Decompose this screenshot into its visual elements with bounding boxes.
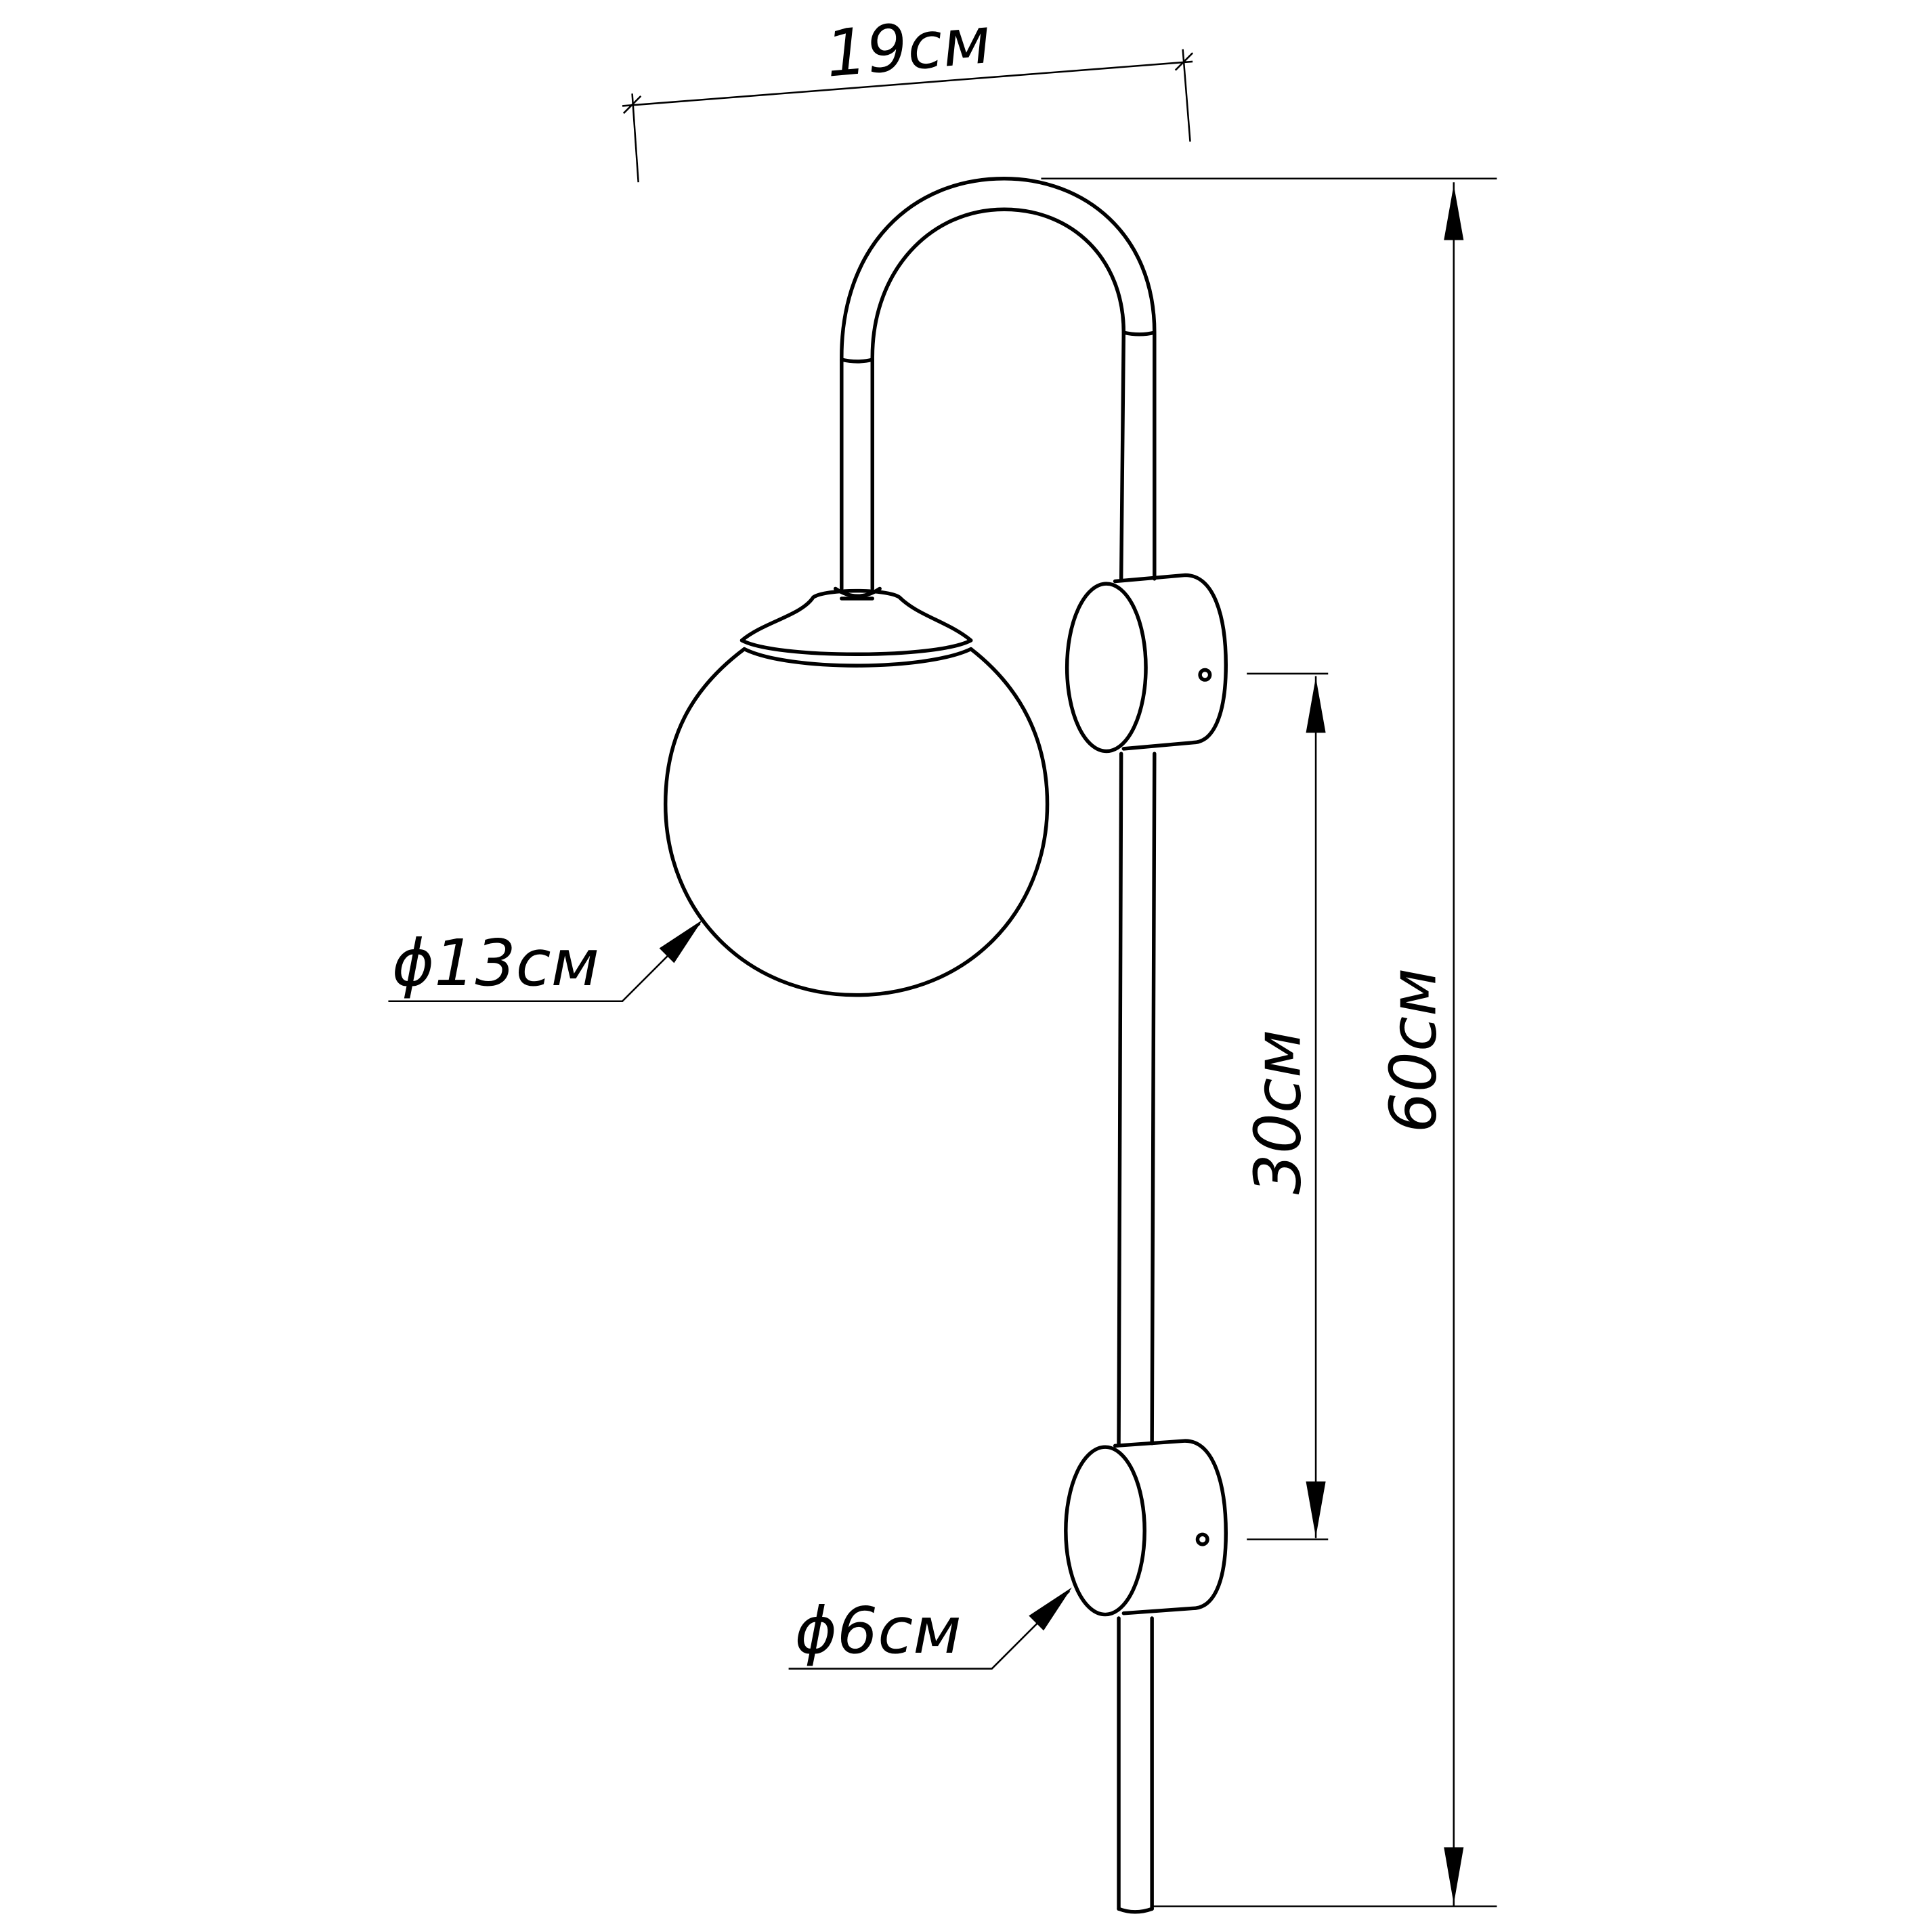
wall-mount-bottom <box>1064 1439 1228 1617</box>
glass-globe <box>663 586 1050 997</box>
dimension-total-height: 60см <box>1041 177 1497 1907</box>
mount-diameter-label: ϕ6см <box>795 1594 962 1668</box>
dimension-mount-spacing: 30см <box>1241 672 1329 1540</box>
lamp-arm <box>840 177 1157 1914</box>
dimension-width: 19см <box>622 3 1194 183</box>
globe-diameter-label: ϕ13см <box>392 926 599 1001</box>
wall-mount-top <box>1065 573 1228 754</box>
mount-spacing-label: 30см <box>1241 1030 1315 1195</box>
globe-diameter-leader: ϕ13см <box>388 919 703 1003</box>
mount-diameter-leader: ϕ6см <box>788 1587 1072 1670</box>
width-label: 19см <box>823 3 993 92</box>
total-height-label: 60см <box>1376 968 1451 1133</box>
